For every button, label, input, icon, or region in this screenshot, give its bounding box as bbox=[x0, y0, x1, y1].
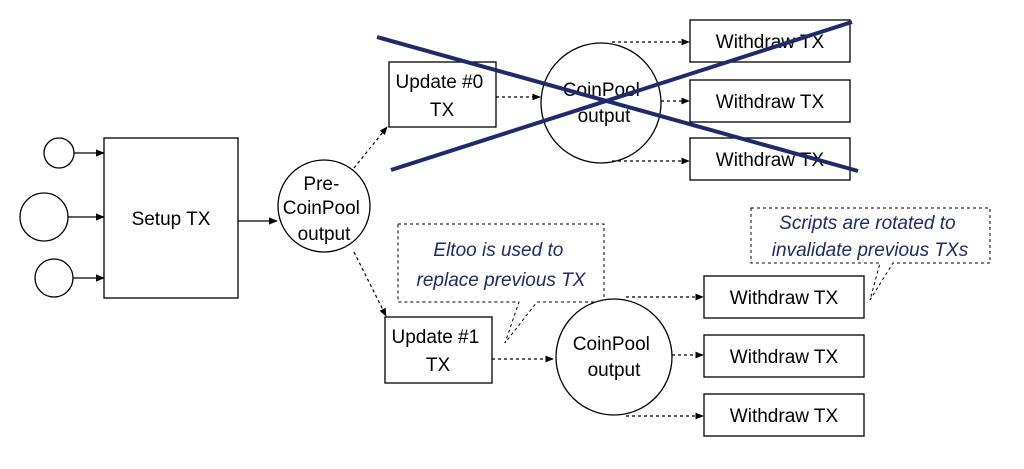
coinpool-bottom-label: CoinPool output bbox=[573, 334, 655, 381]
withdraw-top-1-box bbox=[689, 19, 851, 63]
coinpool-bottom-circle bbox=[555, 298, 673, 416]
update1-tx-box bbox=[384, 316, 493, 384]
cross-out-line-1 bbox=[376, 35, 859, 173]
setup-tx-box bbox=[103, 137, 239, 299]
input-circle-small-bottom bbox=[34, 258, 74, 298]
setup-tx-label: Setup TX bbox=[132, 209, 211, 230]
withdraw-bottom-2-label: Withdraw TX bbox=[730, 347, 839, 368]
eltoo-note: Eltoo is used to replace previous TX bbox=[417, 240, 587, 291]
pre-coinpool-label: Pre- CoinPool output bbox=[283, 174, 365, 245]
withdraw-bottom-3-box bbox=[703, 393, 865, 437]
input-circle-small-top bbox=[43, 137, 75, 169]
eltoo-callout-bubble bbox=[397, 223, 605, 344]
withdraw-bottom-1-label: Withdraw TX bbox=[730, 288, 839, 309]
withdraw-top-1-label: Withdraw TX bbox=[716, 32, 825, 53]
withdraw-top-2-box bbox=[689, 79, 851, 123]
precoinpool-to-update0-arrow bbox=[353, 126, 388, 169]
precoinpool-to-update1-arrow bbox=[353, 251, 387, 317]
scripts-callout-bubble bbox=[750, 207, 991, 301]
withdraw-bottom-1-box bbox=[703, 275, 865, 319]
withdraw-top-2-label: Withdraw TX bbox=[716, 92, 825, 113]
withdraw-bottom-2-box bbox=[703, 334, 865, 378]
withdraw-bottom-3-label: Withdraw TX bbox=[730, 406, 839, 427]
withdraw-top-3-box bbox=[689, 137, 851, 181]
update1-tx-label: Update #1 TX bbox=[392, 327, 485, 376]
input-circle-large bbox=[19, 192, 69, 242]
cross-out-line-2 bbox=[390, 20, 853, 172]
scripts-note: Scripts are rotated to invalidate previo… bbox=[772, 213, 969, 261]
withdraw-top-3-label: Withdraw TX bbox=[716, 150, 825, 171]
pre-coinpool-circle bbox=[277, 159, 371, 253]
update0-tx-label: Update #0 TX bbox=[396, 72, 489, 121]
update0-tx-box bbox=[388, 61, 497, 128]
